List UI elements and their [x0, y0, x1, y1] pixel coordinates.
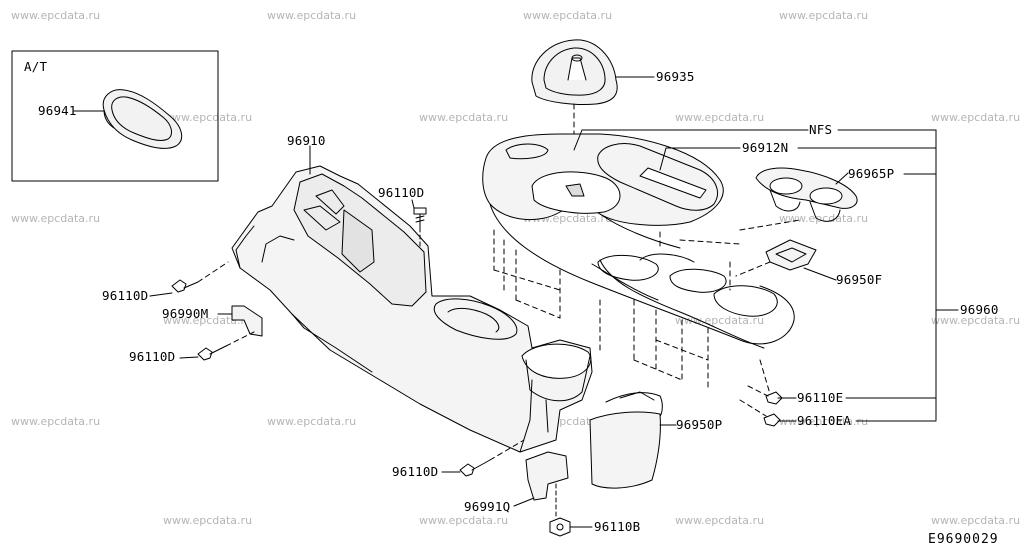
screw-bottom: [441, 439, 525, 477]
callout-bracket: [573, 129, 959, 422]
watermark-text: www.epcdata.ru: [779, 212, 869, 225]
screw-top: [411, 199, 427, 247]
part-label-96950p: 96950P: [676, 417, 723, 432]
watermark-text: www.epcdata.ru: [11, 9, 101, 22]
clip-96110EA: [763, 413, 797, 427]
front-finisher-part: [589, 391, 677, 489]
part-label-96935: 96935: [656, 69, 695, 84]
watermark-text: www.epcdata.ru: [931, 514, 1021, 527]
watermark-text: www.epcdata.ru: [267, 415, 357, 428]
inset-label: A/T: [24, 59, 48, 74]
bracket-96991Q: [513, 451, 569, 519]
diagram-code: E9690029: [928, 532, 999, 547]
part-label-96910: 96910: [287, 133, 326, 148]
clip-96110E: [765, 391, 797, 405]
nfs-label: NFS: [809, 122, 833, 137]
nut-96110B: [549, 517, 593, 537]
part-label-96941: 96941: [38, 103, 77, 118]
part-label-96960: 96960: [960, 302, 999, 317]
part-label-96912n: 96912N: [742, 140, 789, 155]
part-label-96110d-bottom: 96110D: [392, 464, 439, 479]
watermark-text: www.epcdata.ru: [163, 314, 253, 327]
bracket-96990M: [217, 305, 263, 337]
part-label-96110d-left1: 96110D: [102, 288, 149, 303]
assembly-guides: [493, 219, 801, 417]
part-label-96110d-left2: 96110D: [129, 349, 176, 364]
watermark-text: www.epcdata.ru: [523, 9, 613, 22]
watermark-text: www.epcdata.ru: [931, 111, 1021, 124]
tray-part: [597, 143, 741, 211]
part-label-96990m: 96990M: [162, 306, 209, 321]
watermark-text: www.epcdata.ru: [779, 9, 869, 22]
watermark-text: www.epcdata.ru: [675, 514, 765, 527]
part-label-96110ea: 96110EA: [797, 413, 852, 428]
part-label-96110b: 96110B: [594, 519, 641, 534]
part-label-96991q: 96991Q: [464, 499, 511, 514]
part-label-96950f: 96950F: [836, 272, 883, 287]
watermark-text: www.epcdata.ru: [163, 111, 253, 124]
watermark-text: www.epcdata.ru: [11, 415, 101, 428]
cap-part: [765, 239, 837, 281]
part-label-96110e: 96110E: [797, 390, 844, 405]
console-body-part: [231, 145, 593, 453]
watermark-text: www.epcdata.ru: [11, 212, 101, 225]
part-label-96965p: 96965P: [848, 166, 895, 181]
watermark-text: www.epcdata.ru: [419, 111, 509, 124]
watermark-text: www.epcdata.ru: [779, 415, 869, 428]
watermark-text: www.epcdata.ru: [163, 514, 253, 527]
watermark-text: www.epcdata.ru: [267, 9, 357, 22]
watermark-text: www.epcdata.ru: [931, 314, 1021, 327]
screw-left-2: [179, 331, 255, 361]
inset-frame: [11, 50, 219, 182]
cup-holder-part: [755, 167, 858, 222]
screw-left-1: [149, 261, 229, 297]
watermark-text: www.epcdata.ru: [675, 111, 765, 124]
part-label-96110d-top: 96110D: [378, 185, 425, 200]
watermark-text: www.epcdata.ru: [419, 514, 509, 527]
shift-ring-part: [73, 89, 183, 149]
